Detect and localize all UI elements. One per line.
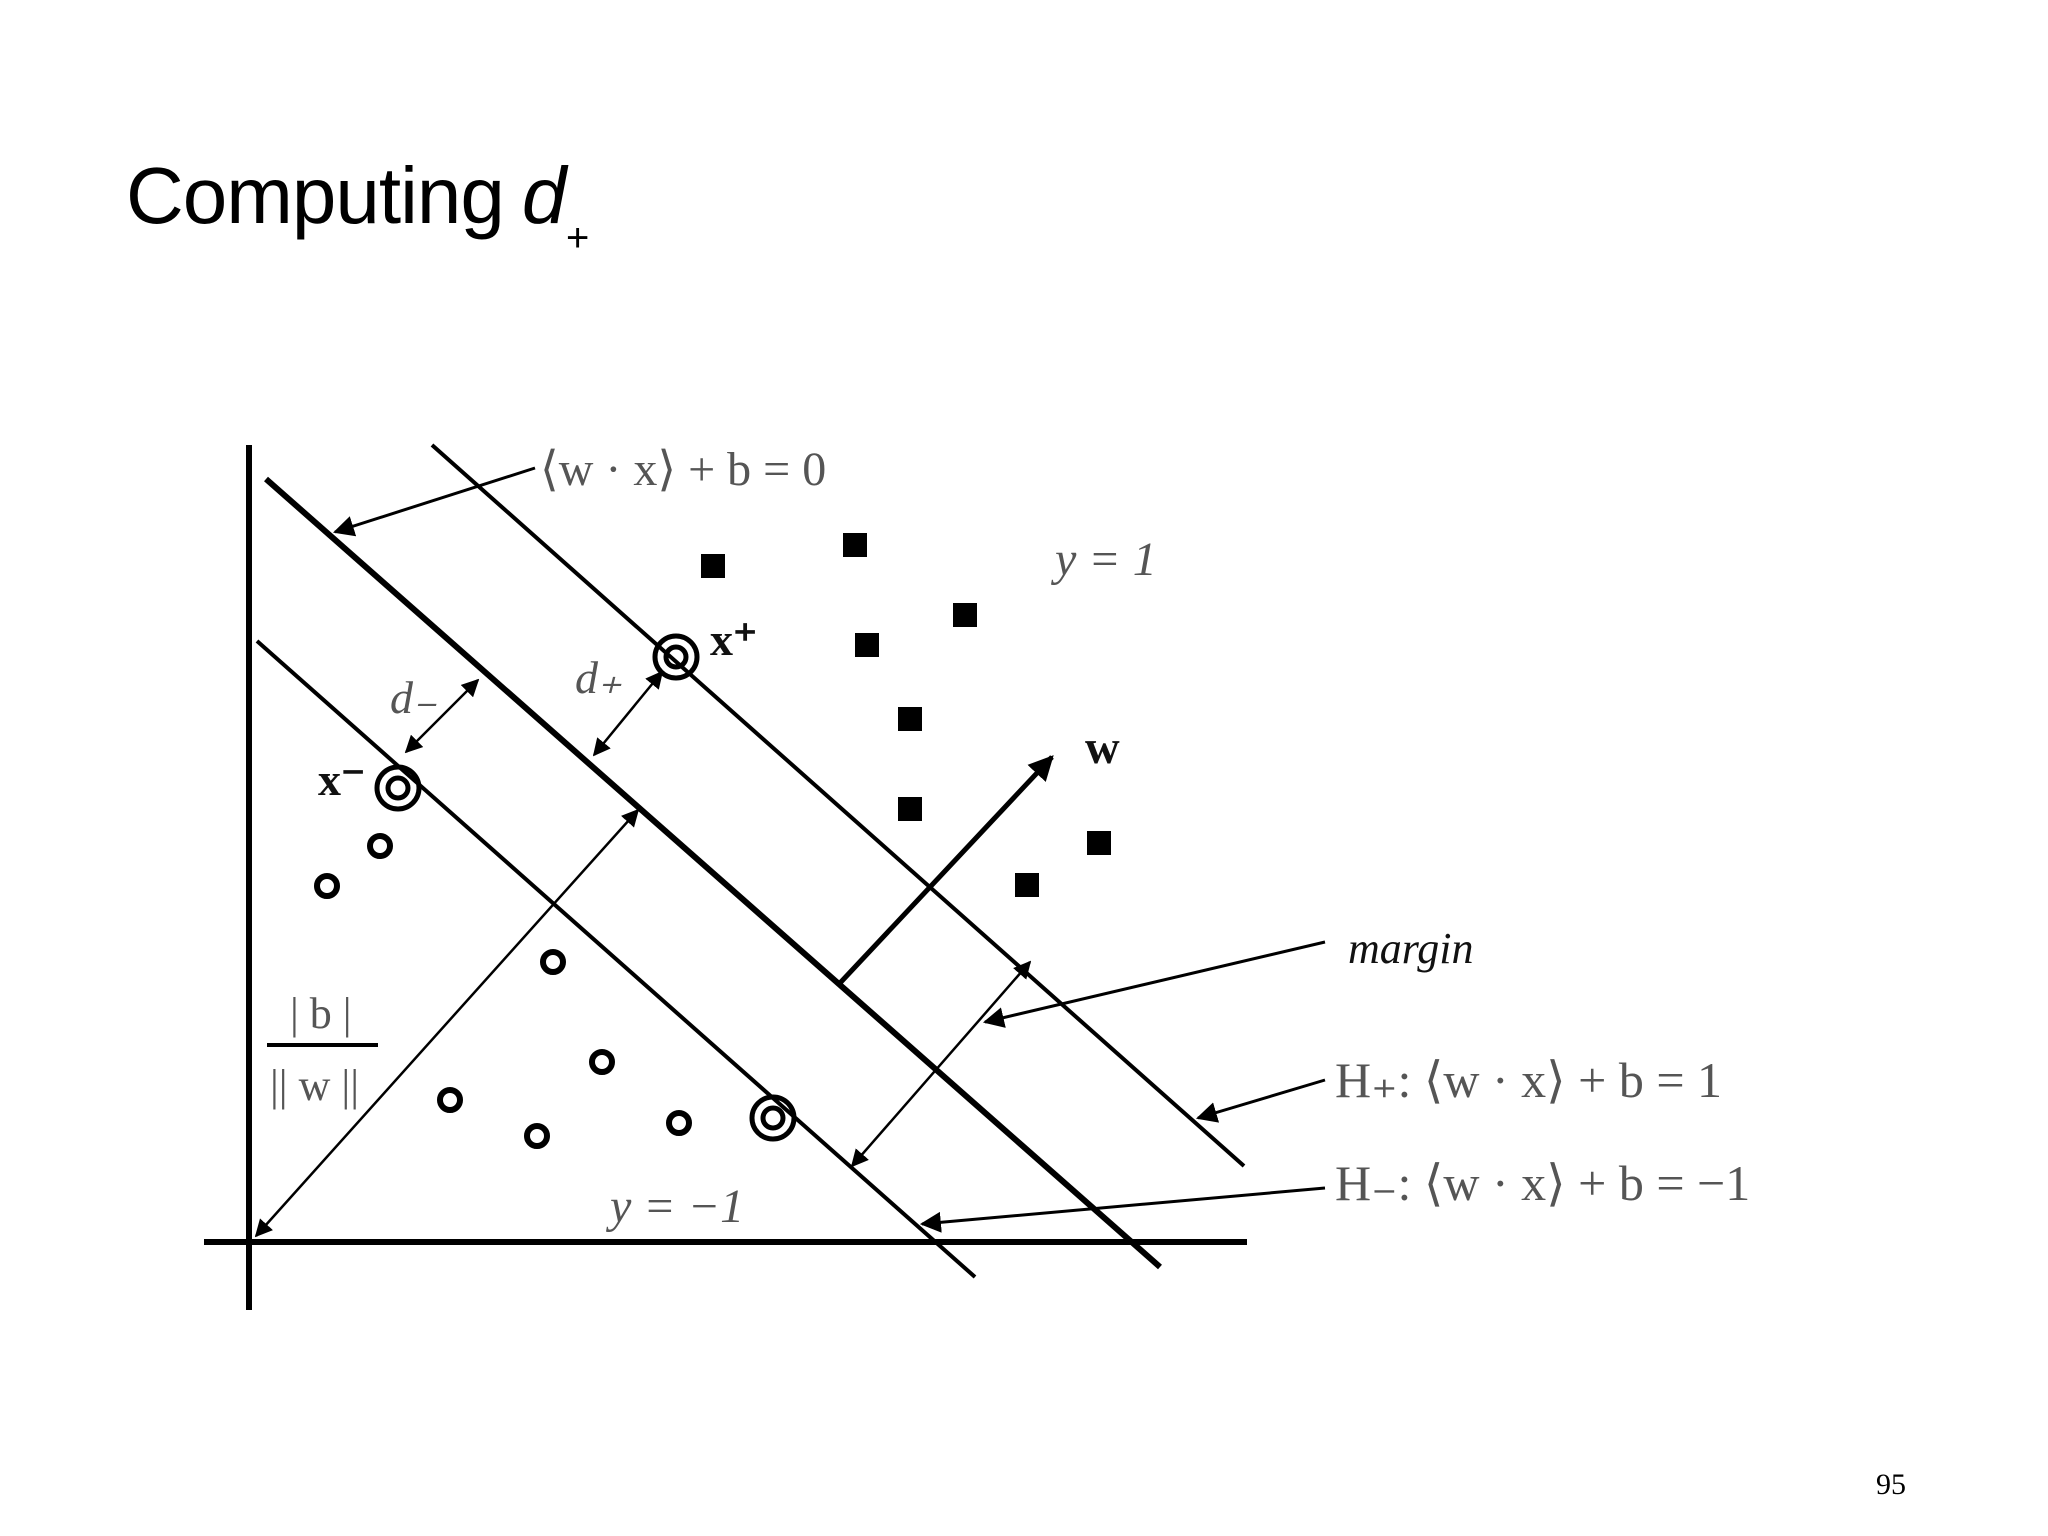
negative-point xyxy=(524,1123,550,1149)
margin-label-arrow xyxy=(982,940,1326,1028)
d-minus-label: d₋ xyxy=(390,672,437,723)
margin-label: margin xyxy=(1348,924,1474,973)
title-subscript: + xyxy=(565,216,588,260)
negative-point xyxy=(666,1110,692,1136)
positive-point xyxy=(953,603,977,627)
negative-point xyxy=(314,873,340,899)
x-plus-label: x⁺ xyxy=(710,614,757,665)
d-minus-arrow xyxy=(404,678,480,754)
w-label: w xyxy=(1085,721,1120,774)
negative-points xyxy=(314,833,692,1149)
negative-class-label: y = −1 xyxy=(605,1180,744,1233)
negative-point xyxy=(437,1087,463,1113)
h-plus-line xyxy=(430,443,1246,1168)
support-vector-x-minus-inner xyxy=(385,775,411,801)
title-variable: d xyxy=(521,151,566,240)
support-vectors xyxy=(374,633,797,1142)
x-minus-label: x⁻ xyxy=(318,754,365,805)
support-vector-x-plus-inner xyxy=(663,644,689,670)
positive-points xyxy=(701,533,1111,897)
positive-point xyxy=(898,797,922,821)
positive-point xyxy=(898,707,922,731)
support-vector-negative-inner xyxy=(760,1105,786,1131)
hyperplane-equation: ⟨w · x⟩ + b = 0 xyxy=(540,443,826,496)
positive-class-label: y = 1 xyxy=(1050,533,1157,586)
d-plus-label: d₊ xyxy=(575,652,622,703)
support-vector-negative xyxy=(749,1094,797,1142)
positive-point xyxy=(1087,831,1111,855)
title-text: Computing xyxy=(126,151,505,240)
h-plus-label: H₊: ⟨w · x⟩ + b = 1 xyxy=(1335,1052,1722,1108)
negative-point xyxy=(367,833,393,859)
negative-point xyxy=(540,949,566,975)
d-plus-arrow xyxy=(592,670,664,757)
fraction-denominator: || w || xyxy=(270,1061,359,1110)
hyperplane-label-arrow xyxy=(332,466,536,537)
positive-point xyxy=(843,533,867,557)
normal-vector-w xyxy=(838,755,1054,985)
support-vector-x-minus xyxy=(374,764,422,812)
h-plus-label-arrow xyxy=(1195,1078,1326,1123)
negative-point xyxy=(589,1049,615,1075)
positive-point xyxy=(1015,873,1039,897)
margin-width-arrow xyxy=(850,960,1032,1168)
h-minus-label-arrow xyxy=(919,1186,1326,1233)
page-number: 95 xyxy=(1876,1468,1906,1501)
fraction-numerator: | b | xyxy=(290,989,352,1038)
positive-point xyxy=(701,554,725,578)
origin-distance-arrow xyxy=(254,808,640,1238)
positive-point xyxy=(855,633,879,657)
h-minus-label: H₋: ⟨w · x⟩ + b = −1 xyxy=(1335,1155,1750,1211)
support-vector-x-plus xyxy=(652,633,700,681)
